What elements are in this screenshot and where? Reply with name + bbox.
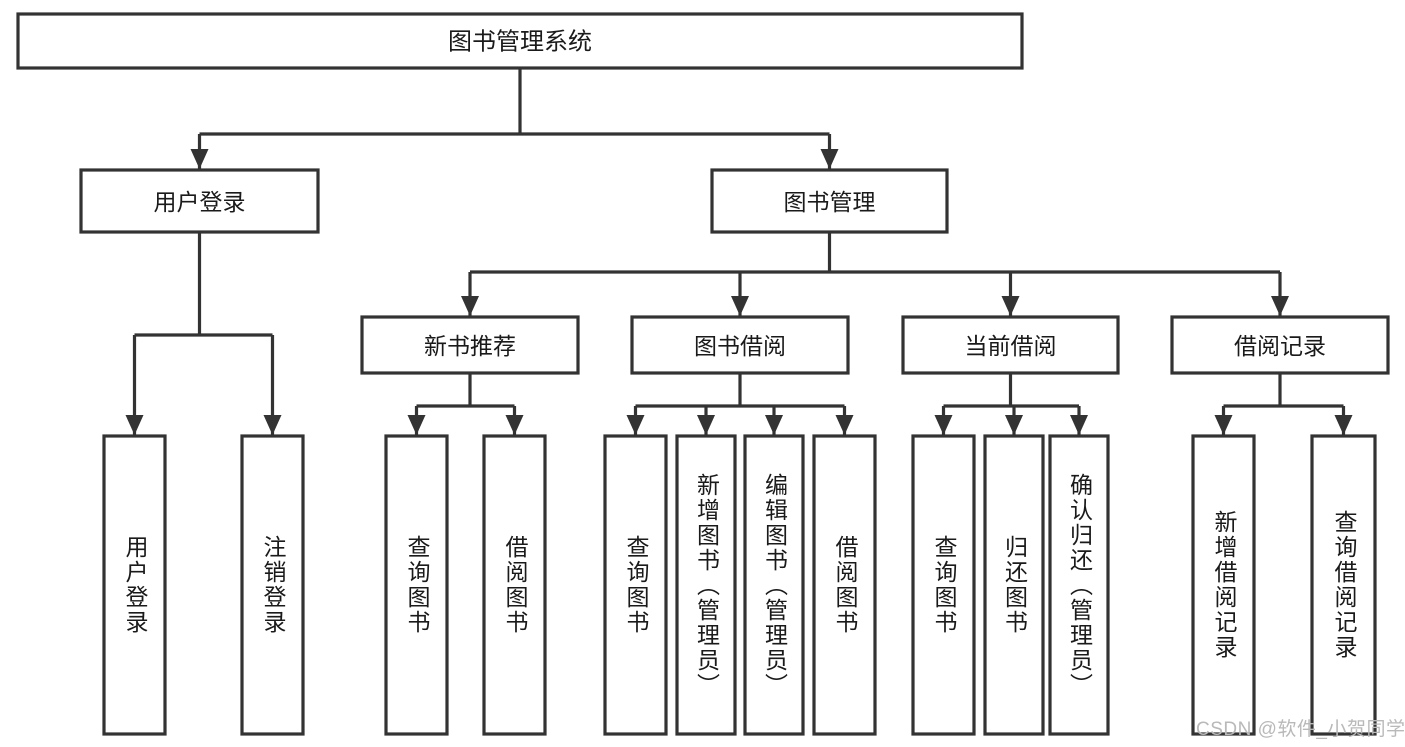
node-leaf-11[interactable] — [1191, 434, 1256, 736]
arrow-head-icon — [407, 415, 426, 435]
arrow-head-icon — [190, 149, 209, 169]
node-leaf-9[interactable] — [983, 434, 1045, 736]
node-leaf-6[interactable] — [743, 434, 805, 736]
arrow-head-icon — [731, 296, 749, 316]
node-leaf-5[interactable] — [675, 434, 737, 736]
arrow-head-icon — [626, 415, 645, 435]
arrow-head-icon — [125, 415, 144, 435]
arrow-head-icon — [1070, 415, 1088, 435]
node-root-图书管理系统[interactable] — [16, 12, 1024, 70]
node-level3-label-1: 图书借阅 — [694, 333, 786, 359]
node-level3-1[interactable] — [630, 315, 850, 375]
node-leaf-7[interactable] — [812, 434, 877, 736]
arrow-head-icon — [765, 415, 783, 435]
node-leaf-12[interactable] — [1310, 434, 1377, 736]
node-leaf-2[interactable] — [384, 434, 449, 736]
arrow-head-icon — [1214, 415, 1233, 435]
node-level3-3[interactable] — [1170, 315, 1390, 375]
node-leaf-0[interactable] — [102, 434, 167, 736]
node-boxes-layer — [16, 12, 1390, 736]
node-level3-2[interactable] — [901, 315, 1120, 375]
node-level3-0[interactable] — [360, 315, 580, 375]
node-level3-label-2: 当前借阅 — [965, 333, 1057, 359]
arrow-head-icon — [1271, 296, 1289, 316]
node-leaf-10[interactable] — [1048, 434, 1110, 736]
connector-lines-layer — [125, 68, 1353, 435]
node-leaf-4[interactable] — [603, 434, 668, 736]
arrow-head-icon — [820, 149, 839, 169]
csdn-watermark: CSDN @软件_小贺同学 — [1196, 719, 1405, 740]
node-level2-0[interactable] — [79, 168, 320, 234]
arrow-head-icon — [461, 296, 479, 316]
arrow-head-icon — [263, 415, 282, 435]
arrow-head-icon — [505, 415, 524, 435]
node-level2-label-0: 用户登录 — [154, 189, 246, 215]
node-level2-1[interactable] — [710, 168, 949, 234]
arrow-head-icon — [934, 415, 953, 435]
node-leaf-3[interactable] — [482, 434, 547, 736]
node-root-label: 图书管理系统 — [448, 29, 592, 56]
node-level2-label-1: 图书管理 — [784, 189, 876, 215]
arrow-head-icon — [697, 415, 715, 435]
node-leaf-1[interactable] — [240, 434, 305, 736]
arrow-head-icon — [835, 415, 854, 435]
node-leaf-8[interactable] — [911, 434, 976, 736]
arrow-head-icon — [1334, 415, 1353, 435]
arrow-head-icon — [1005, 415, 1023, 435]
arrow-head-icon — [1001, 296, 1020, 316]
node-level3-label-3: 借阅记录 — [1234, 333, 1326, 359]
node-level3-label-0: 新书推荐 — [424, 333, 516, 359]
